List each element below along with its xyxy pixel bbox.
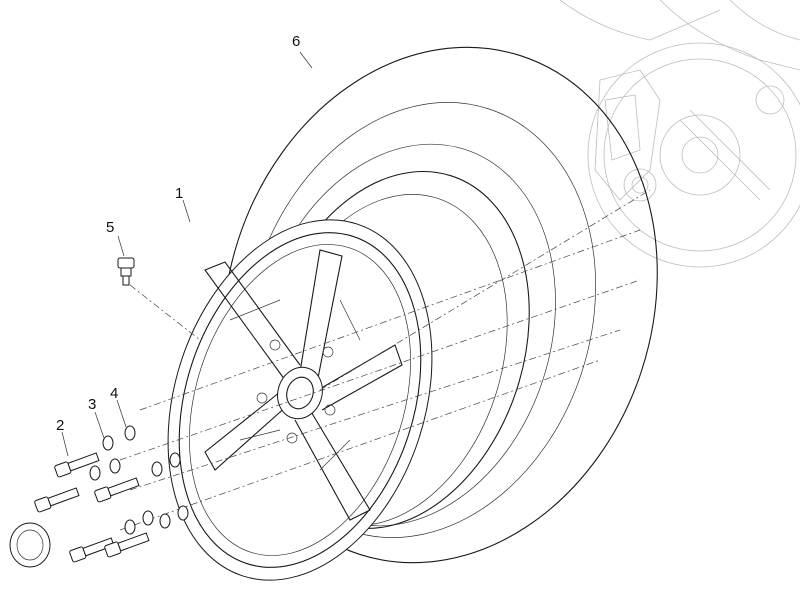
- callout-3: 3: [88, 396, 97, 413]
- hub-cap: [9, 522, 51, 568]
- callout-1: 1: [175, 185, 184, 202]
- assembly-lines: [119, 189, 651, 531]
- hub: [256, 339, 336, 444]
- leader-lines: [61, 51, 313, 457]
- callout-5: 5: [106, 219, 115, 236]
- washers: [89, 425, 189, 535]
- bolts: [34, 452, 150, 563]
- valve-stem: [117, 257, 135, 286]
- callout-2: 2: [56, 417, 65, 434]
- spokes: [204, 249, 403, 521]
- callout-6: 6: [292, 33, 301, 50]
- brake-disc-assembly: [559, 0, 800, 268]
- callout-4: 4: [110, 385, 119, 402]
